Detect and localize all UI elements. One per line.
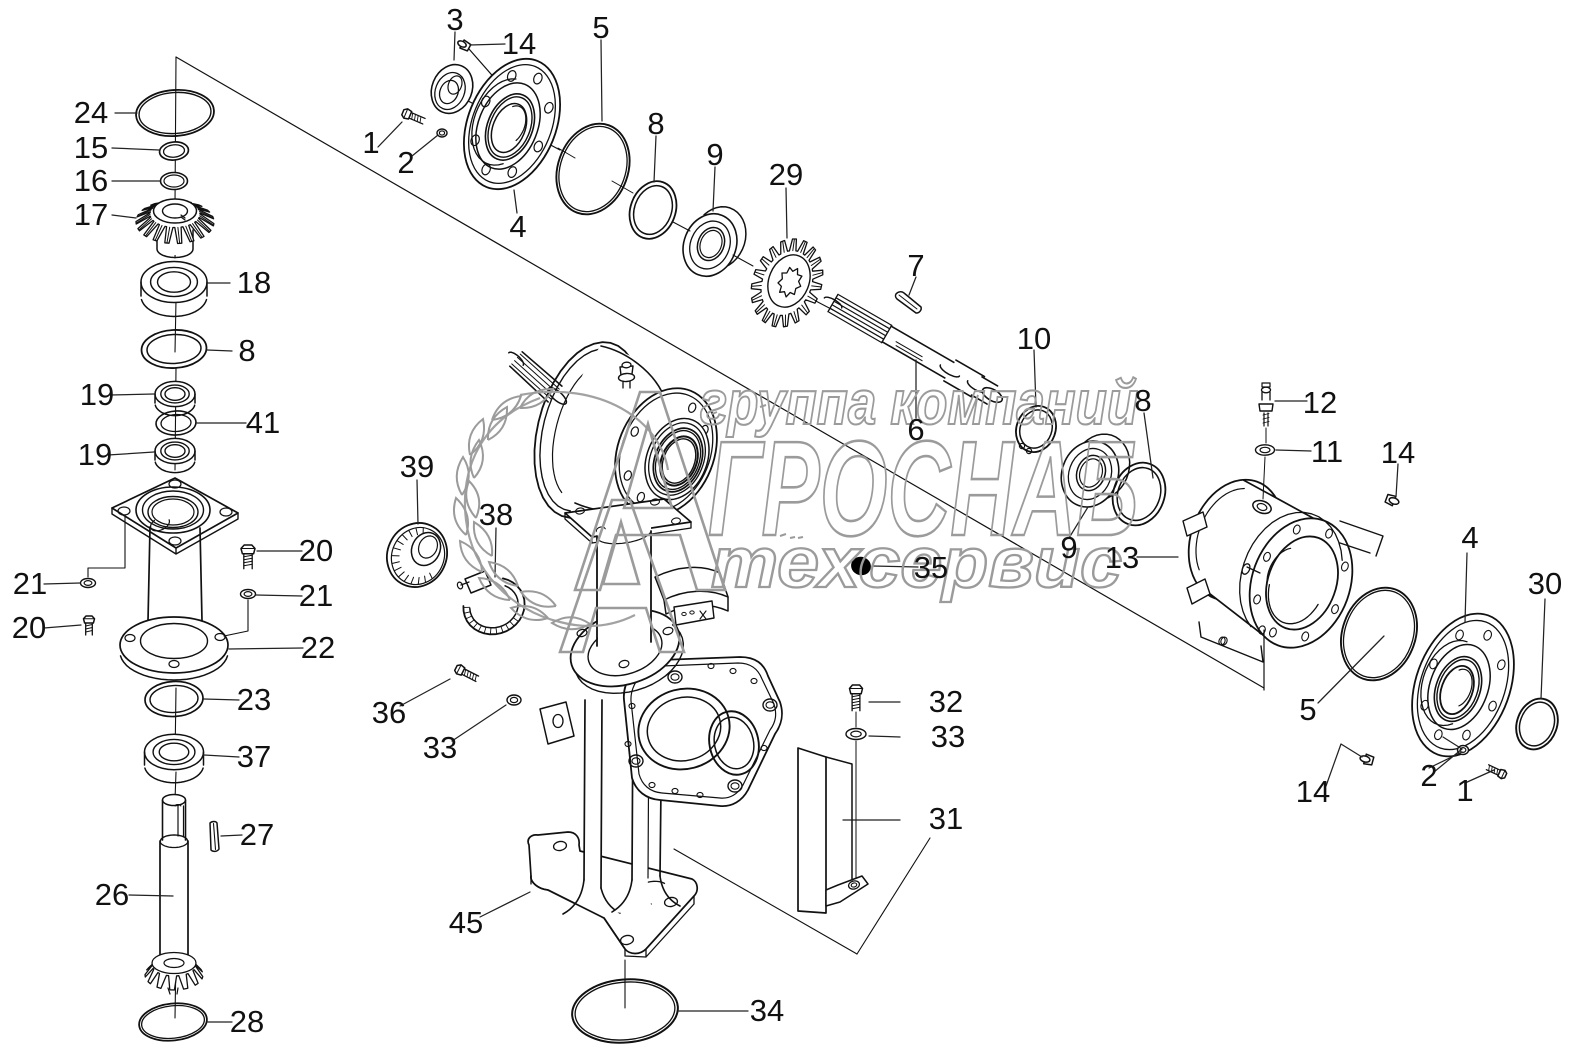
svg-text:15: 15 xyxy=(74,130,108,165)
svg-text:8: 8 xyxy=(238,333,255,368)
svg-text:18: 18 xyxy=(237,265,271,300)
svg-text:14: 14 xyxy=(502,26,536,61)
svg-text:13: 13 xyxy=(1105,540,1139,575)
svg-text:37: 37 xyxy=(237,739,271,774)
svg-text:19: 19 xyxy=(80,377,114,412)
svg-text:8: 8 xyxy=(1134,383,1151,418)
svg-text:20: 20 xyxy=(12,610,46,645)
svg-text:22: 22 xyxy=(301,630,335,665)
svg-text:36: 36 xyxy=(372,695,406,730)
svg-text:2: 2 xyxy=(397,145,414,180)
svg-text:8: 8 xyxy=(647,106,664,141)
svg-text:4: 4 xyxy=(1461,520,1478,555)
svg-text:ГРОСНАБ: ГРОСНАБ xyxy=(708,413,1138,564)
svg-text:38: 38 xyxy=(479,497,513,532)
svg-text:41: 41 xyxy=(246,405,280,440)
svg-text:26: 26 xyxy=(95,877,129,912)
svg-text:33: 33 xyxy=(931,719,965,754)
svg-text:4: 4 xyxy=(509,209,526,244)
svg-text:14: 14 xyxy=(1381,435,1415,470)
svg-text:техсервис: техсервис xyxy=(711,524,1122,603)
svg-text:27: 27 xyxy=(240,817,274,852)
svg-text:3: 3 xyxy=(446,2,463,37)
svg-text:17: 17 xyxy=(74,197,108,232)
svg-text:6: 6 xyxy=(907,412,924,447)
svg-text:9: 9 xyxy=(706,137,723,172)
svg-text:29: 29 xyxy=(769,157,803,192)
svg-text:21: 21 xyxy=(299,578,333,613)
svg-text:11: 11 xyxy=(1311,434,1343,469)
svg-text:20: 20 xyxy=(299,533,333,568)
svg-text:28: 28 xyxy=(230,1004,264,1039)
svg-text:12: 12 xyxy=(1303,385,1337,420)
svg-text:9: 9 xyxy=(1060,530,1077,565)
svg-text:5: 5 xyxy=(592,10,609,45)
svg-text:7: 7 xyxy=(907,248,924,283)
svg-text:23: 23 xyxy=(237,682,271,717)
svg-text:33: 33 xyxy=(423,730,457,765)
svg-text:21: 21 xyxy=(13,566,47,601)
svg-text:1: 1 xyxy=(1456,773,1473,808)
svg-text:34: 34 xyxy=(750,993,784,1028)
svg-text:30: 30 xyxy=(1528,566,1562,601)
svg-text:2: 2 xyxy=(1420,758,1437,793)
svg-text:19: 19 xyxy=(78,437,112,472)
svg-text:16: 16 xyxy=(74,163,108,198)
svg-text:35: 35 xyxy=(914,550,948,585)
svg-text:32: 32 xyxy=(929,684,963,719)
svg-text:1: 1 xyxy=(362,125,379,160)
svg-text:39: 39 xyxy=(400,449,434,484)
svg-text:группа компаний: группа компаний xyxy=(700,369,1138,438)
svg-text:14: 14 xyxy=(1296,774,1330,809)
svg-text:31: 31 xyxy=(929,801,963,836)
svg-text:10: 10 xyxy=(1017,321,1051,356)
svg-text:45: 45 xyxy=(449,905,483,940)
svg-text:5: 5 xyxy=(1299,692,1316,727)
svg-text:24: 24 xyxy=(74,95,108,130)
